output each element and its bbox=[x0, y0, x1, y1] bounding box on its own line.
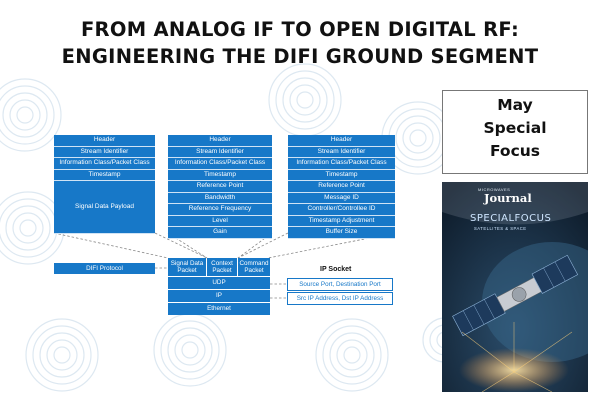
focus-line-1: May bbox=[497, 96, 533, 114]
command-field-buffer-size: Buffer Size bbox=[288, 227, 395, 239]
stack-layer-ethernet: Ethernet bbox=[168, 303, 270, 315]
title-line-2: ENGINEERING THE DIFI GROUND SEGMENT bbox=[61, 45, 539, 68]
focus-line-3: Focus bbox=[489, 142, 541, 160]
deco-circle-bottom-b bbox=[315, 318, 389, 392]
cover-subtitle: SATELLITES & SPACE bbox=[474, 226, 527, 231]
command-field-timestamp: Timestamp bbox=[288, 169, 395, 181]
signal-field-information-class: Information Class/Packet Class bbox=[54, 158, 155, 170]
command-field-message-id: Message ID bbox=[288, 192, 395, 204]
context-field-reference-point: Reference Point bbox=[168, 181, 272, 193]
stack-layer-ip: IP bbox=[168, 290, 270, 302]
command-field-timestamp-adjustment: Timestamp Adjustment bbox=[288, 215, 395, 227]
signal-data-packet: Header Stream Identifier Information Cla… bbox=[54, 135, 155, 234]
context-field-gain: Gain bbox=[168, 227, 272, 239]
context-field-stream-identifier: Stream Identifier bbox=[168, 146, 272, 158]
special-focus-box: May Special Focus bbox=[442, 90, 588, 174]
cover-special-focus: SPECIALFOCUS bbox=[470, 213, 552, 224]
stack-layer-udp: UDP bbox=[168, 277, 270, 289]
satellite-illustration bbox=[442, 182, 588, 392]
signal-field-header: Header bbox=[54, 135, 155, 147]
command-packet: Header Stream Identifier Information Cla… bbox=[288, 135, 395, 239]
packet-type-context: Context Packet bbox=[207, 258, 237, 276]
socket-field-ports: Source Port, Destination Port bbox=[287, 278, 393, 291]
context-packet: Header Stream Identifier Information Cla… bbox=[168, 135, 272, 239]
signal-field-timestamp: Timestamp bbox=[54, 169, 155, 181]
focus-line-2: Special bbox=[483, 119, 547, 137]
cover-journal: Journal bbox=[484, 191, 532, 205]
context-field-header: Header bbox=[168, 135, 272, 147]
packet-type-signal-data: Signal Data Packet bbox=[168, 258, 206, 276]
context-field-bandwidth: Bandwidth bbox=[168, 192, 272, 204]
command-field-controller-id: Controller/Controllee ID bbox=[288, 204, 395, 216]
packet-type-command: Command Packet bbox=[238, 258, 270, 276]
command-field-reference-point: Reference Point bbox=[288, 181, 395, 193]
difi-protocol-label: DIFI Protocol bbox=[54, 263, 155, 274]
context-field-reference-frequency: Reference Frequency bbox=[168, 204, 272, 216]
context-field-information-class: Information Class/Packet Class bbox=[168, 158, 272, 170]
magazine-cover[interactable]: MICROWAVES Journal SPECIALFOCUS SATELLIT… bbox=[442, 182, 588, 392]
command-field-information-class: Information Class/Packet Class bbox=[288, 158, 395, 170]
signal-field-stream-identifier: Stream Identifier bbox=[54, 146, 155, 158]
page-title: FROM ANALOG IF TO OPEN DIGITAL RF: ENGIN… bbox=[0, 16, 600, 70]
ip-socket-title: IP Socket bbox=[320, 266, 352, 273]
socket-field-ip-addresses: Src IP Address, Dst IP Address bbox=[287, 292, 393, 305]
title-line-1: FROM ANALOG IF TO OPEN DIGITAL RF: bbox=[80, 18, 520, 41]
context-field-level: Level bbox=[168, 215, 272, 227]
cover-brand: MICROWAVES bbox=[478, 187, 511, 192]
command-field-header: Header bbox=[288, 135, 395, 147]
deco-circle-left-top bbox=[0, 78, 62, 152]
deco-circle-left-bottom bbox=[25, 318, 99, 392]
signal-field-payload: Signal Data Payload bbox=[54, 181, 155, 234]
context-field-timestamp: Timestamp bbox=[168, 169, 272, 181]
satellite-icon bbox=[452, 254, 579, 337]
command-field-stream-identifier: Stream Identifier bbox=[288, 146, 395, 158]
